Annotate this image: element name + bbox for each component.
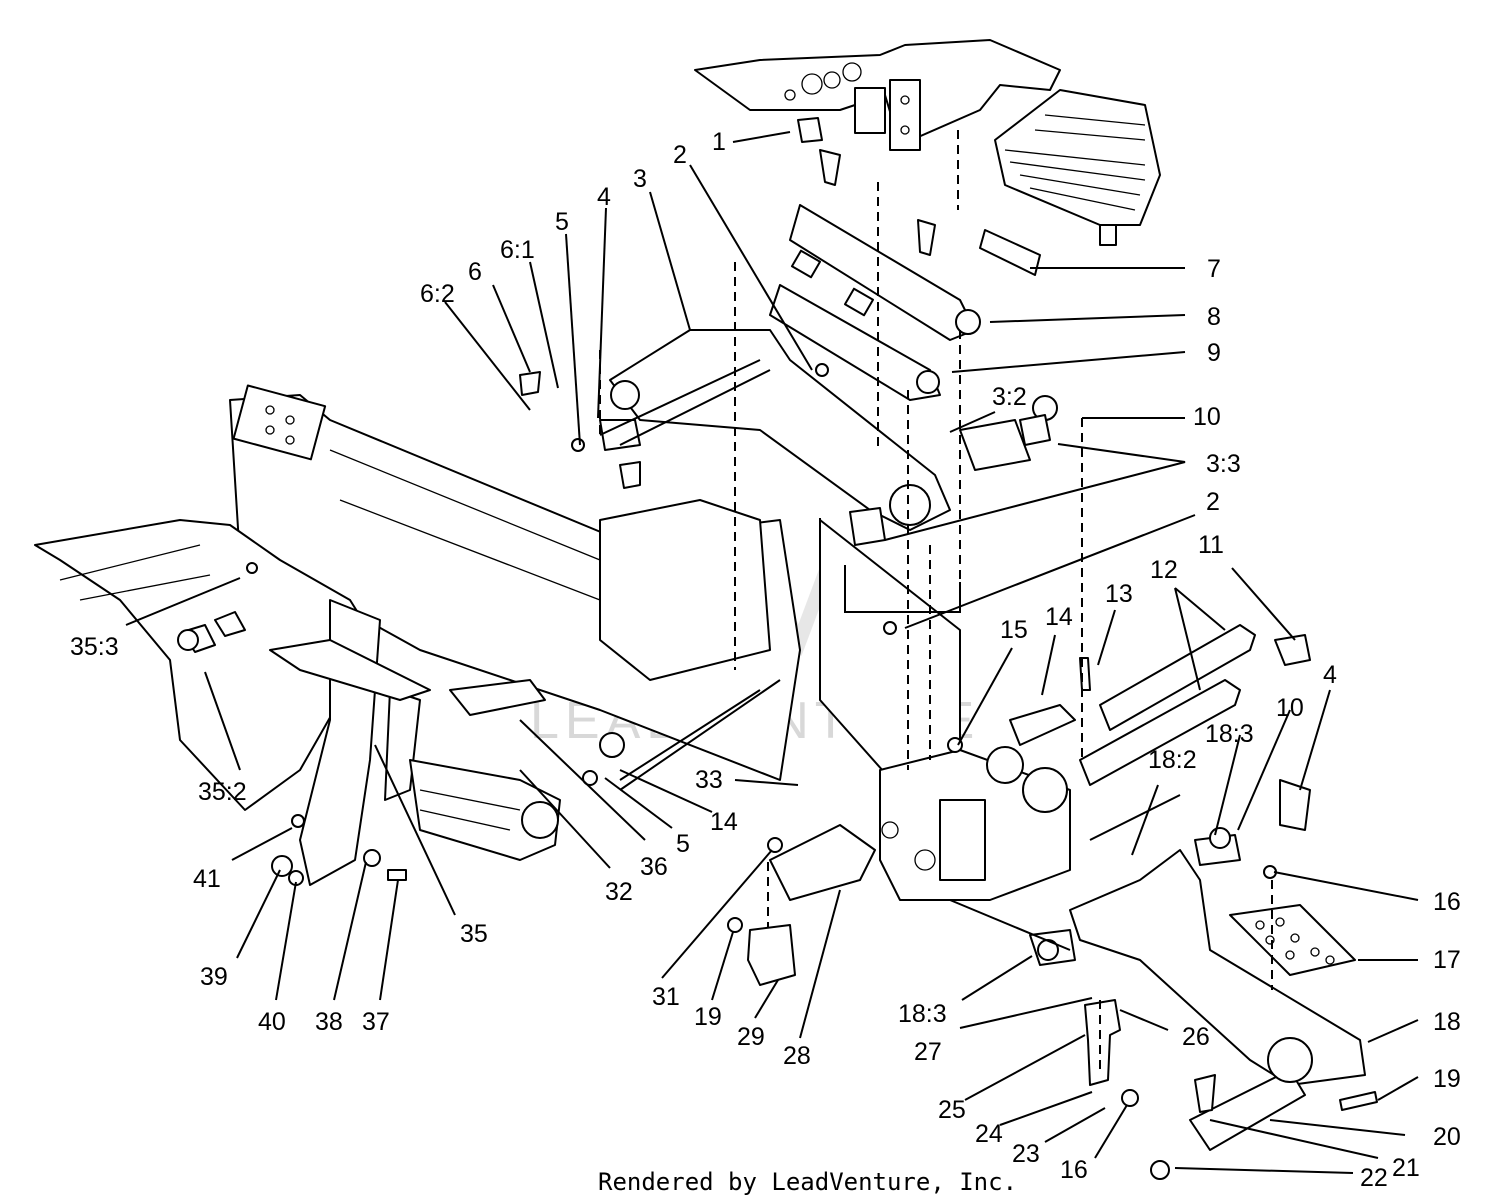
pivot-pins	[1009, 624, 1311, 786]
callout-28: 28	[783, 1042, 811, 1070]
foot-plate	[1229, 904, 1356, 976]
hydraulic-cylinders	[769, 204, 981, 401]
callout-18-3-top: 18:3	[1205, 720, 1254, 748]
callout-29: 29	[737, 1023, 765, 1051]
callout-13: 13	[1105, 580, 1133, 608]
callout-19-left: 19	[694, 1003, 722, 1031]
callout-17: 17	[1433, 946, 1461, 974]
alignment-lines	[599, 130, 1273, 1075]
callout-19-right: 19	[1433, 1065, 1461, 1093]
actuator-assembly	[409, 679, 561, 861]
callout-3-3: 3:3	[1206, 450, 1241, 478]
callout-2-right: 2	[1206, 488, 1220, 516]
callout-16-bottom: 16	[1060, 1156, 1088, 1184]
callout-6-1: 6:1	[500, 236, 535, 264]
callout-18: 18	[1433, 1008, 1461, 1036]
callout-4-right: 4	[1323, 661, 1337, 689]
callout-38: 38	[315, 1008, 343, 1036]
callout-15: 15	[1000, 616, 1028, 644]
callout-20: 20	[1433, 1123, 1461, 1151]
callout-12: 12	[1150, 556, 1178, 584]
callout-3-2: 3:2	[992, 383, 1027, 411]
callout-24: 24	[975, 1120, 1003, 1148]
pivot-bracket-assembly	[879, 746, 1071, 901]
leader-lines	[125, 131, 1419, 1174]
pin-7	[979, 229, 1041, 276]
callout-35-2: 35:2	[198, 778, 247, 806]
callout-22: 22	[1360, 1164, 1388, 1192]
callout-5: 5	[555, 208, 569, 236]
callout-33: 33	[695, 766, 723, 794]
callout-7: 7	[1207, 255, 1221, 283]
lift-arm	[599, 329, 951, 531]
callout-labels: 1 2 3 4 5 6:1 6 6:2 7 8 9 3:2 10 3:3 2 1…	[70, 128, 1461, 1192]
callout-37: 37	[362, 1008, 390, 1036]
rendered-by-footer: Rendered by LeadVenture, Inc.	[598, 1168, 1017, 1196]
callout-10-right: 10	[1276, 694, 1304, 722]
pedal-bracket-35	[269, 599, 431, 886]
callout-18-3-bottom: 18:3	[898, 1000, 947, 1028]
callout-35: 35	[460, 920, 488, 948]
callout-40: 40	[258, 1008, 286, 1036]
bracket-28-bumper-29	[747, 824, 876, 986]
callout-9: 9	[1207, 339, 1221, 367]
callout-41: 41	[193, 865, 221, 893]
callout-25: 25	[938, 1096, 966, 1124]
main-chassis-frame	[229, 384, 961, 791]
callout-39: 39	[200, 963, 228, 991]
callout-8: 8	[1207, 303, 1221, 331]
callout-11: 11	[1198, 531, 1224, 559]
foot-step-grate	[994, 89, 1161, 246]
hardware-nuts-washers	[177, 363, 1378, 1180]
parts-artwork	[34, 39, 1378, 1180]
callout-14-bottom: 14	[710, 808, 738, 836]
callout-6-2: 6:2	[420, 280, 455, 308]
callout-21: 21	[1392, 1154, 1420, 1182]
callout-10-top: 10	[1193, 403, 1221, 431]
callout-26: 26	[1182, 1023, 1210, 1051]
callout-23: 23	[1012, 1140, 1040, 1168]
left-fender-hood	[34, 519, 376, 811]
callout-3: 3	[633, 165, 647, 193]
swivel-fittings	[519, 117, 936, 489]
callout-27: 27	[914, 1038, 942, 1066]
upper-frame-bracket	[694, 39, 1061, 151]
callout-6: 6	[468, 258, 482, 286]
callout-35-3: 35:3	[70, 633, 119, 661]
pedal-arm	[1029, 779, 1366, 1151]
callout-1: 1	[712, 128, 726, 156]
callout-31: 31	[652, 983, 680, 1011]
callout-18-2: 18:2	[1148, 746, 1197, 774]
switch-bracket	[1084, 999, 1121, 1086]
callout-32: 32	[605, 878, 633, 906]
callout-4: 4	[597, 183, 611, 211]
callout-36: 36	[640, 853, 668, 881]
callout-2: 2	[673, 141, 687, 169]
callout-14-top: 14	[1045, 603, 1073, 631]
callout-5-bottom: 5	[676, 830, 690, 858]
callout-16-top: 16	[1433, 888, 1461, 916]
